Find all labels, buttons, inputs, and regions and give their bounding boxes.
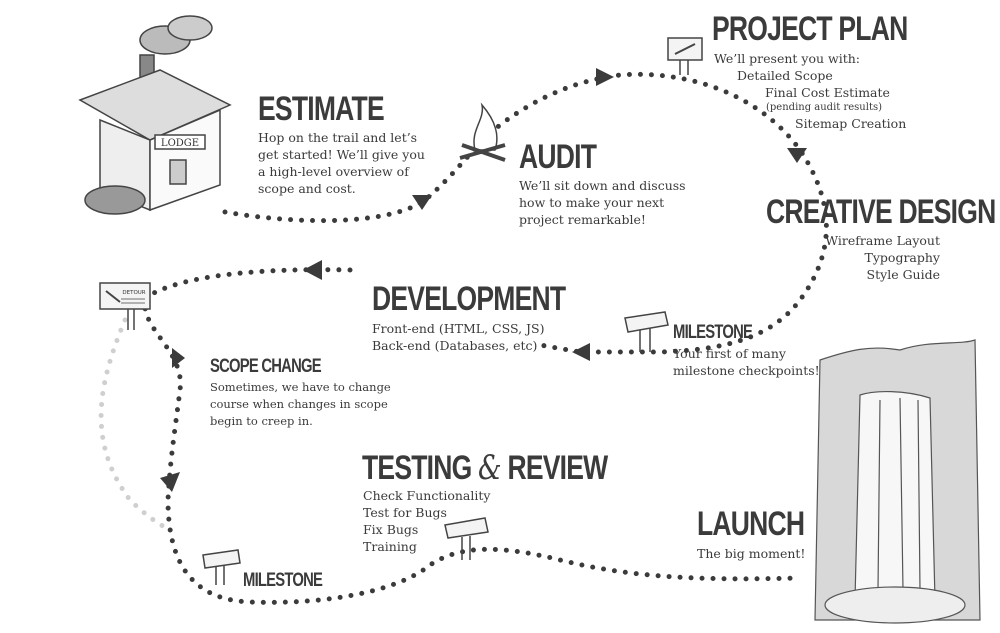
text-line: scope and cost. — [258, 181, 356, 196]
arrow-icon — [787, 148, 807, 163]
arrow-icon — [160, 472, 180, 492]
text-line: begin to creep in. — [210, 414, 313, 428]
trail-path-faded — [98, 317, 173, 533]
project-plan-item: Sitemap Creation — [795, 116, 907, 131]
milestone-sign-icon — [624, 311, 669, 352]
project-plan-item: Final Cost Estimate — [765, 85, 890, 100]
detour-sign-text: DETOUR — [122, 290, 145, 296]
scope-change-title: SCOPE CHANGE — [210, 356, 322, 377]
lodge-sign-text: LODGE — [161, 138, 199, 149]
milestone-title-2: MILESTONE — [243, 570, 323, 591]
arrow-icon — [303, 260, 322, 280]
text-line: Hop on the trail and let’s — [258, 130, 418, 145]
text-line: Check Functionality — [363, 488, 491, 503]
text-line: Test for Bugs — [363, 505, 447, 520]
signpost-icon — [667, 37, 703, 75]
project-plan-item: Detailed Scope — [737, 68, 833, 83]
text-line: Fix Bugs — [363, 522, 419, 537]
launch-description: The big moment! — [697, 546, 806, 561]
text-line: project remarkable! — [519, 212, 646, 227]
text-line: Sometimes, we have to change — [210, 380, 391, 394]
audit-description: We’ll sit down and discuss how to make y… — [519, 177, 686, 228]
arrow-icon — [572, 343, 590, 361]
text-line: course when changes in scope — [210, 397, 388, 411]
estimate-description: Hop on the trail and let’s get started! … — [258, 129, 425, 197]
text-line: Typography — [864, 250, 940, 265]
development-description: Front-end (HTML, CSS, JS) Back-end (Data… — [372, 320, 544, 354]
text-line: Back-end (Databases, etc) — [372, 338, 538, 353]
launch-title: LAUNCH — [697, 505, 805, 543]
text-line: We’ll sit down and discuss — [519, 178, 686, 193]
milestone-sign-icon — [202, 549, 241, 585]
waterfall-illustration — [814, 339, 981, 624]
text-line: Front-end (HTML, CSS, JS) — [372, 321, 545, 336]
lodge-illustration: LODGE — [78, 15, 232, 215]
arrow-icon — [412, 195, 432, 210]
text-line: Training — [363, 539, 417, 554]
title-part: TESTING — [362, 449, 472, 487]
audit-title: AUDIT — [519, 138, 597, 176]
milestone-description: Your first of many milestone checkpoints… — [673, 345, 820, 379]
creative-design-title: CREATIVE DESIGN — [766, 193, 996, 231]
arrow-icon — [172, 348, 185, 368]
project-plan-title: PROJECT PLAN — [712, 10, 908, 48]
milestone-title: MILESTONE — [673, 322, 753, 343]
arrow-icon — [596, 68, 614, 86]
development-title: DEVELOPMENT — [372, 280, 566, 318]
creative-design-description: Wireframe Layout Typography Style Guide — [825, 232, 940, 283]
project-plan-note: (pending audit results) — [766, 102, 883, 113]
title-part: REVIEW — [507, 449, 608, 487]
text-line: a high-level overview of — [258, 164, 409, 179]
text-line: Wireframe Layout — [825, 233, 940, 248]
estimate-title: ESTIMATE — [258, 90, 385, 128]
text-line: milestone checkpoints! — [673, 363, 820, 378]
text-line: Your first of many — [673, 346, 786, 361]
campfire-icon — [459, 102, 506, 162]
text-line: how to make your next — [519, 195, 665, 210]
ampersand: & — [478, 448, 502, 488]
text-line: Style Guide — [866, 267, 940, 282]
project-plan-intro: We’ll present you with: — [714, 51, 860, 66]
detour-sign-icon: DETOUR — [99, 282, 151, 330]
testing-review-description: Check Functionality Test for Bugs Fix Bu… — [363, 487, 490, 555]
milestone-sign-icon — [444, 517, 489, 560]
scope-change-description: Sometimes, we have to change course when… — [210, 379, 391, 430]
text-line: get started! We’ll give you — [258, 147, 425, 162]
testing-review-title: TESTING & REVIEW — [362, 448, 608, 488]
